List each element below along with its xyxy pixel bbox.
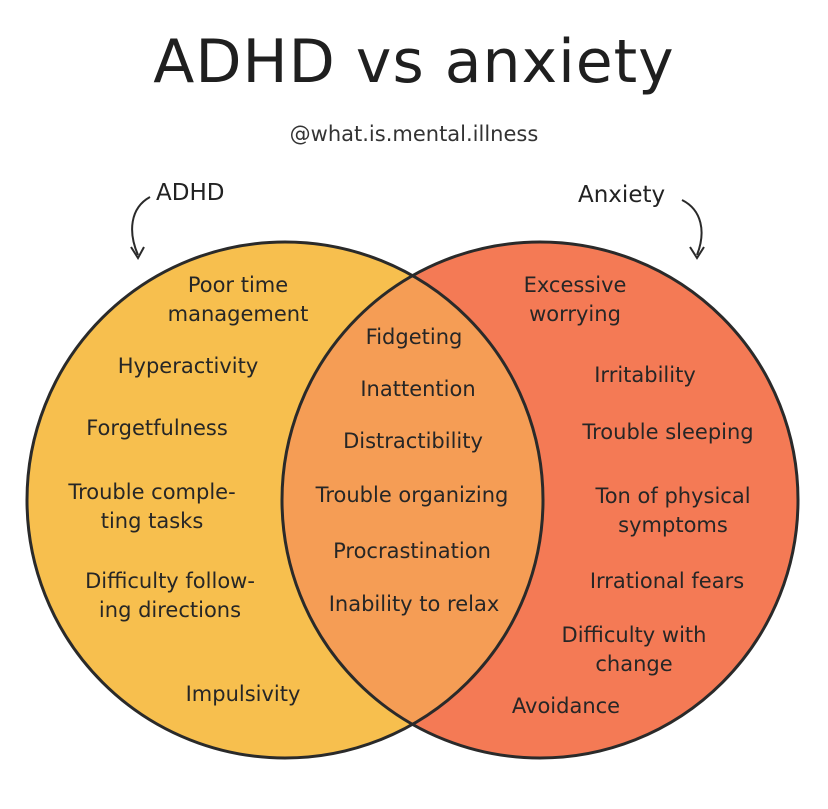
adhd-item: Poor time management: [167, 273, 309, 326]
anxiety-arrow-icon: [681, 199, 703, 256]
shared-item: Procrastination: [333, 539, 491, 563]
shared-item: Inability to relax: [328, 592, 500, 616]
anxiety-item: Difficulty with change: [561, 623, 707, 676]
shared-item: Distractibility: [343, 429, 483, 453]
shared-item: Inattention: [360, 377, 476, 401]
anxiety-label: Anxiety: [578, 182, 666, 208]
shared-item: Trouble organizing: [315, 483, 509, 507]
adhd-arrow-icon: [131, 196, 151, 256]
anxiety-item: Irritability: [594, 363, 696, 387]
adhd-label: ADHD: [156, 180, 225, 206]
author-handle: @what.is.mental.illness: [289, 122, 539, 146]
diagram-title: ADHD vs anxiety: [153, 27, 675, 97]
adhd-item: Trouble comple- ting tasks: [68, 480, 236, 533]
adhd-item: Hyperactivity: [117, 354, 259, 378]
anxiety-circle-outline: [280, 240, 800, 760]
anxiety-item: Irrational fears: [589, 569, 745, 593]
anxiety-item: Excessive worrying: [523, 273, 627, 326]
overlap-region: [282, 242, 543, 758]
adhd-circle-outline: [25, 240, 545, 760]
anxiety-item: Avoidance: [511, 694, 621, 718]
adhd-item: Impulsivity: [185, 682, 301, 706]
adhd-item: Forgetfulness: [86, 416, 228, 440]
anxiety-arrowhead-icon: [689, 246, 705, 260]
anxiety-item: Trouble sleeping: [582, 420, 754, 444]
adhd-item: Difficulty follow- ing directions: [85, 569, 255, 622]
adhd-arrowhead-icon: [130, 246, 145, 260]
anxiety-item: Ton of physical symptoms: [595, 484, 751, 537]
shared-item: Fidgeting: [365, 325, 463, 349]
